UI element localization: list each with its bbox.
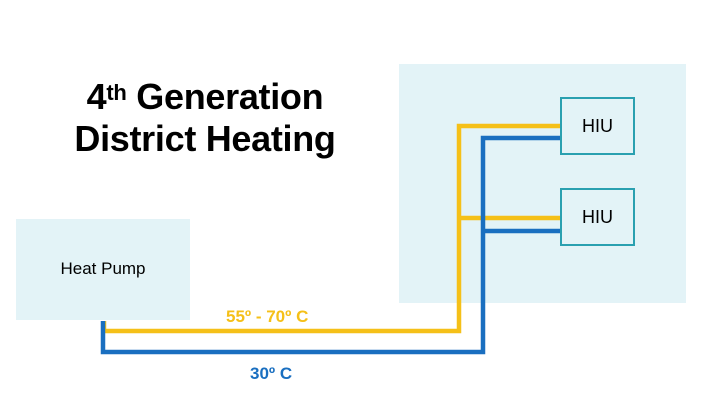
title-line-1: 4th Generation (40, 76, 370, 118)
building-area (399, 64, 686, 303)
hiu-box-2: HIU (560, 188, 635, 246)
title-ordinal-number: 4 (86, 76, 107, 117)
title-ordinal-suffix: th (106, 80, 127, 105)
title-line-2: District Heating (74, 118, 336, 159)
hiu-label-2: HIU (582, 206, 613, 227)
return-temperature-label: 30º C (250, 364, 293, 383)
diagram-title: 4th Generation District Heating (40, 76, 370, 160)
return-pipe-main (100, 135, 561, 355)
hiu-box-1: HIU (560, 97, 635, 155)
flow-pipe-main (101, 123, 561, 334)
heat-pump-label: Heat Pump (60, 259, 146, 278)
heat-pump-box: Heat Pump (16, 219, 190, 320)
flow-temperature-label: 55º - 70º C (226, 307, 309, 326)
hiu-label-1: HIU (582, 115, 613, 136)
title-line-1-rest: Generation (126, 76, 324, 117)
